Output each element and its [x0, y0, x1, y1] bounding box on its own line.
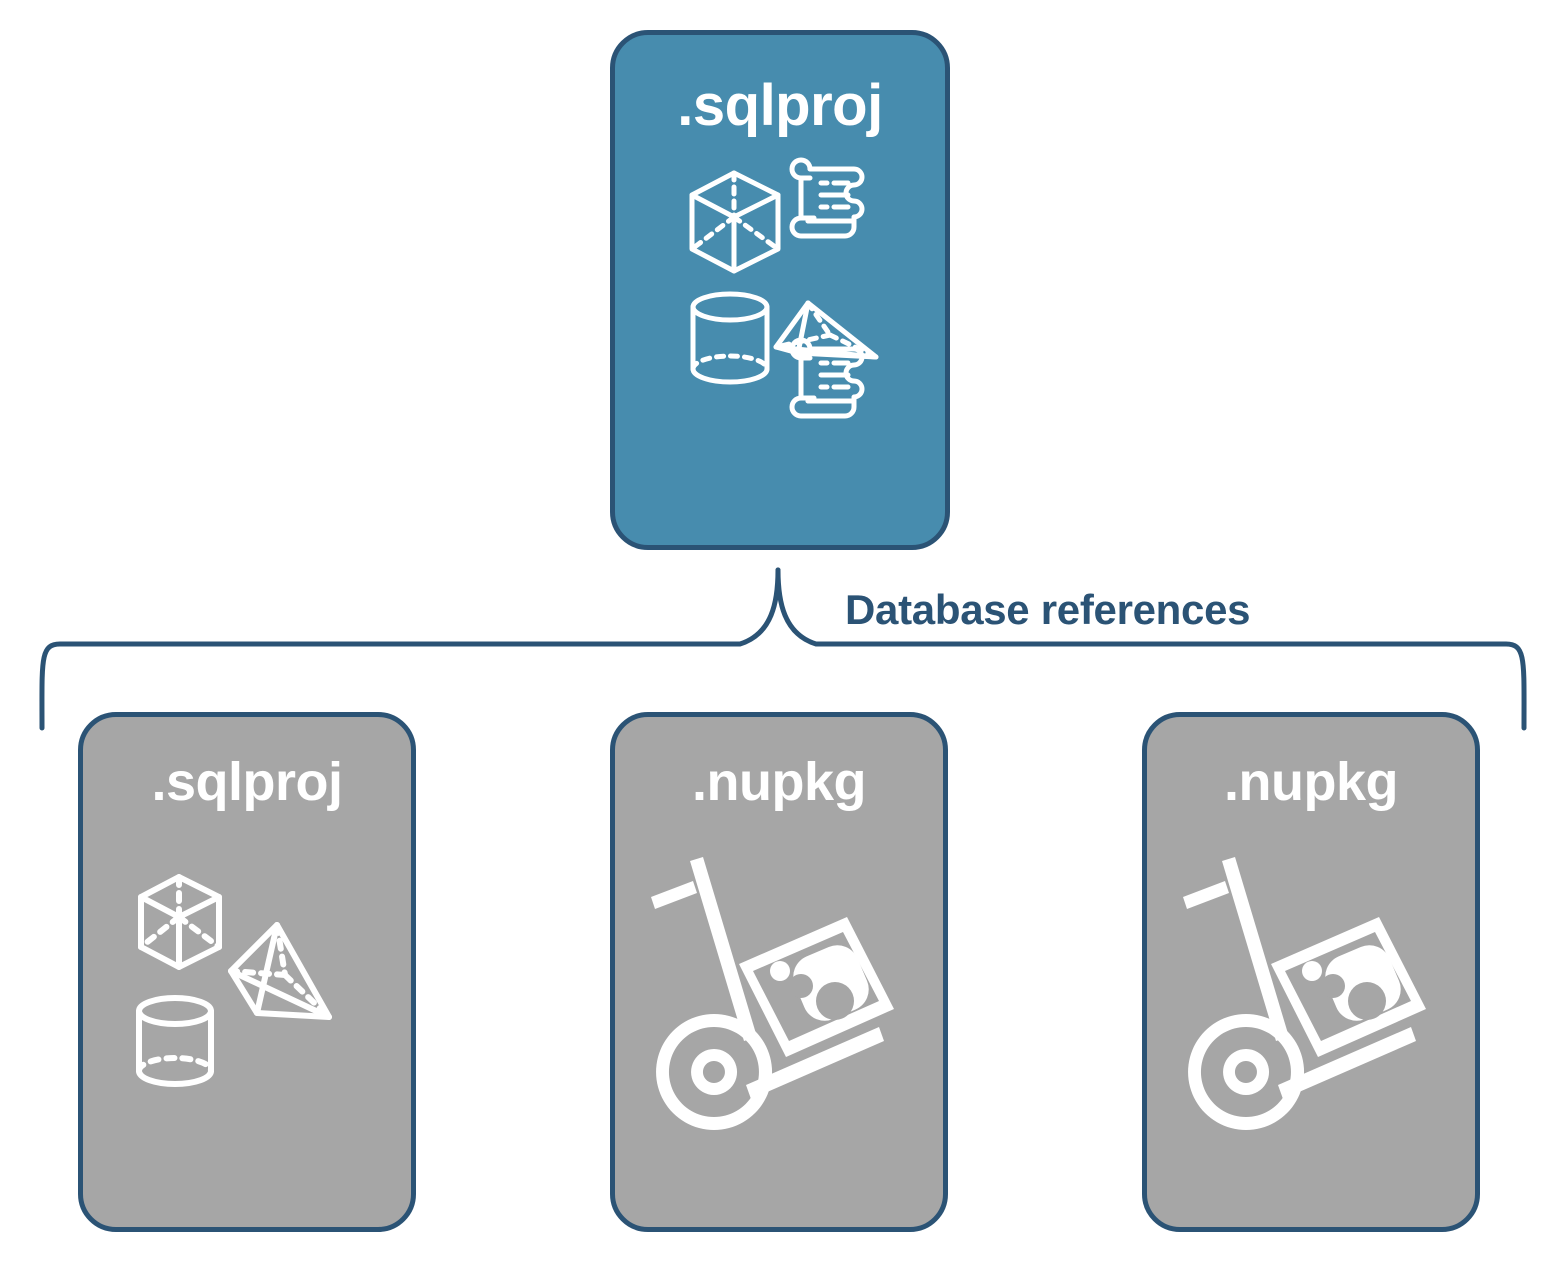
pyramid-wireframe-icon [228, 922, 332, 1020]
node-reference-label: .nupkg [692, 752, 866, 812]
node-reference-artwork [117, 849, 377, 1119]
brace-label: Database references [845, 586, 1251, 633]
node-reference-label: .sqlproj [151, 752, 343, 812]
node-reference-artwork [649, 849, 909, 1130]
node-root-artwork [680, 157, 880, 419]
scroll-script-icon [789, 157, 865, 239]
node-root-sqlproj[interactable]: .sqlproj [610, 30, 950, 550]
hand-truck-package-icon [651, 857, 894, 1130]
hand-truck-package-icon [1183, 857, 1426, 1130]
node-root-label: .sqlproj [677, 73, 883, 138]
node-reference-nupkg-2[interactable]: .nupkg [1142, 712, 1480, 1232]
pyramid-wireframe-icon [773, 300, 879, 360]
cube-wireframe-icon [138, 874, 222, 970]
cylinder-wireframe-icon [690, 291, 770, 385]
node-reference-sqlproj[interactable]: .sqlproj [78, 712, 416, 1232]
node-reference-nupkg-1[interactable]: .nupkg [610, 712, 948, 1232]
node-reference-artwork [1181, 849, 1441, 1130]
cylinder-wireframe-icon [136, 995, 214, 1087]
node-reference-label: .nupkg [1224, 752, 1398, 812]
scroll-script-icon [789, 337, 865, 419]
cube-wireframe-icon [689, 170, 781, 274]
